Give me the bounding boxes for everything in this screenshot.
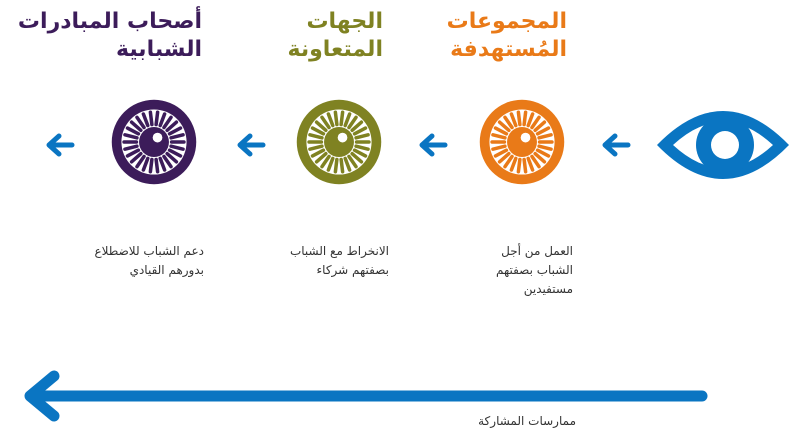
stage-description-partners: الانخراط مع الشباب بصفتهم شركاء [289,244,389,277]
arrow-left-icon [46,133,75,157]
stage-description-beneficiaries: العمل من أجل الشباب بصفتهم مستفيدين [495,244,573,296]
stage-title-partners: الجهات المتعاونة [287,9,384,62]
arrow-left-icon [602,133,631,157]
eye-icon [657,111,789,179]
participation-arrow [24,370,708,422]
arrow-left-icon [237,133,266,157]
sunburst-eye-icon-purple [111,99,197,185]
arrow-left-icon [419,133,448,157]
participation-practices-label: ممارسات المشاركة [478,414,576,428]
stage-description-leaders: دعم الشباب للاضطلاع بدورهم القيادي [94,244,204,277]
stage-title-target-groups: المجموعات المُستهدفة [446,9,567,62]
sunburst-eye-icon-orange [479,99,565,185]
stage-title-youth-initiators: أصحاب المبادرات الشبابية [17,9,202,62]
sunburst-eye-icon-olive [296,99,382,185]
